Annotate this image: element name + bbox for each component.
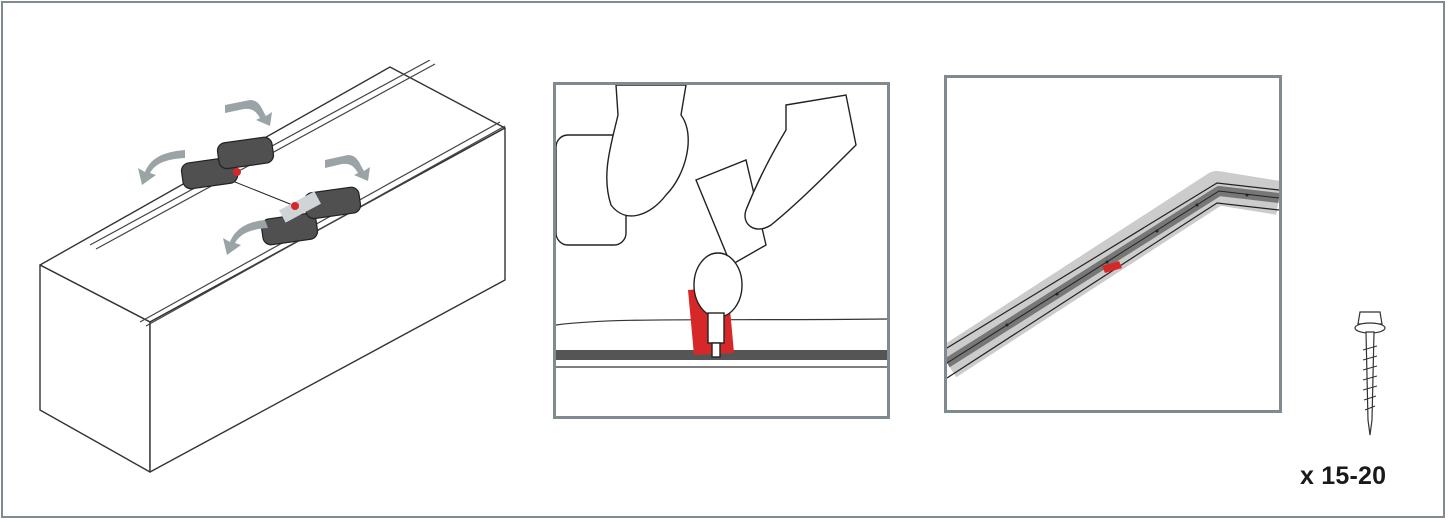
rail-track-illustration: [947, 171, 1279, 379]
drill-panel: [553, 82, 890, 419]
box-illustration: [39, 60, 506, 473]
screw-icon: [1354, 311, 1386, 436]
track-panel: [944, 75, 1282, 413]
drill-hands-illustration: [556, 85, 887, 368]
quantity-label: x 15-20: [1300, 462, 1387, 490]
